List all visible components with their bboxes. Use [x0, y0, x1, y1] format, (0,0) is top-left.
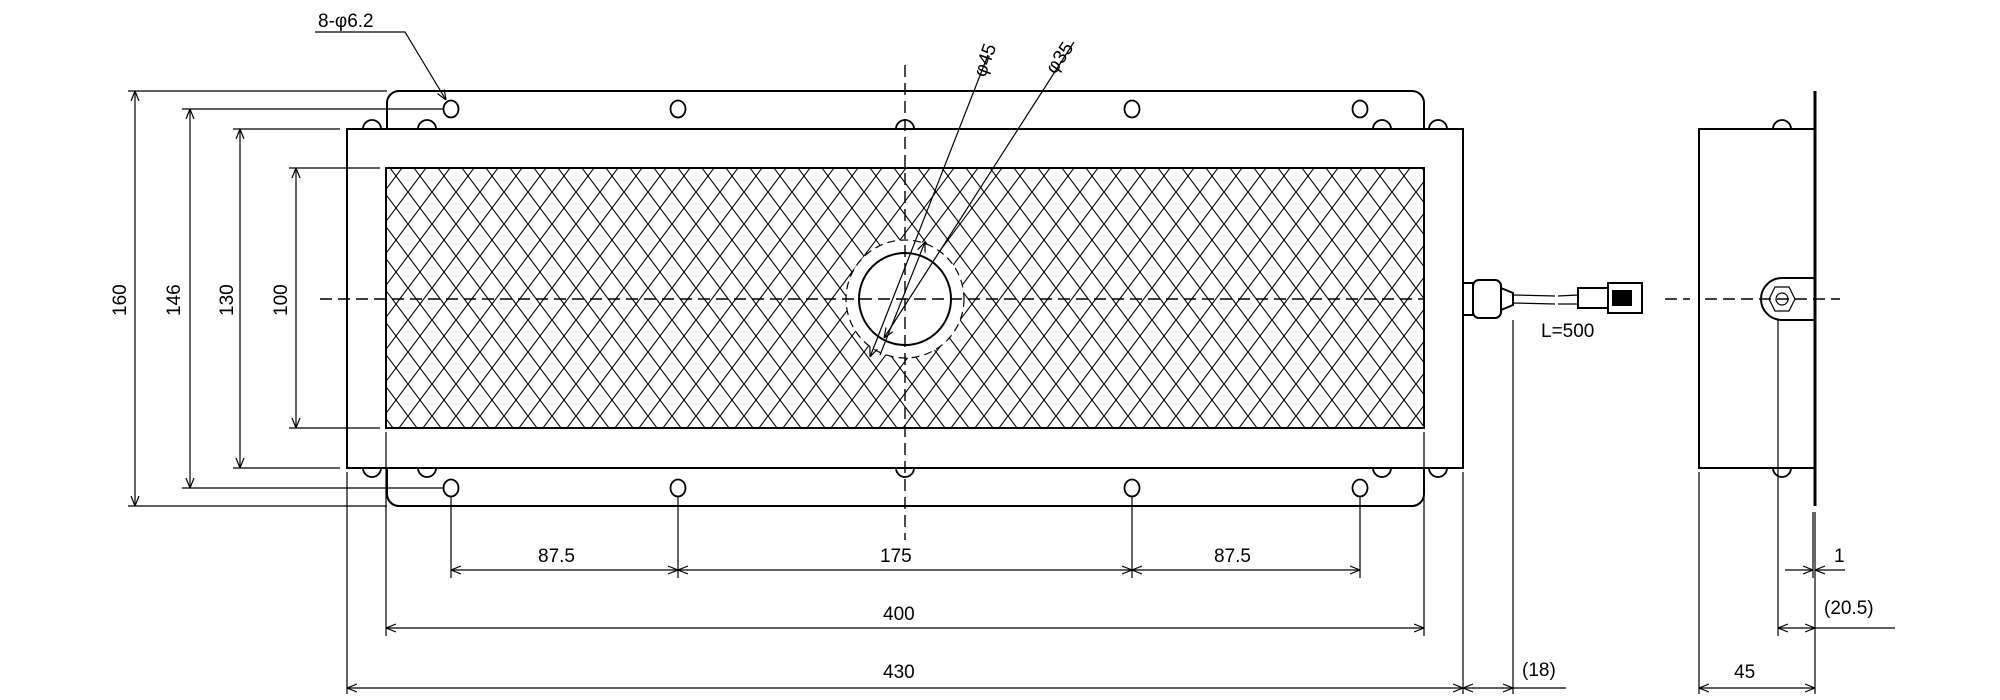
- dim-20-5: (20.5): [1824, 598, 1874, 619]
- dim-18: (18): [1522, 660, 1556, 681]
- dim-175: 175: [880, 546, 912, 567]
- outer-diameter-label: φ45: [970, 41, 1001, 80]
- dim-87-5-right: 87.5: [1214, 546, 1251, 567]
- dim-160: 160: [110, 284, 131, 316]
- dim-430: 430: [883, 662, 915, 683]
- hole-callout-label: 8-φ6.2: [318, 11, 374, 32]
- dim-1: 1: [1834, 546, 1845, 567]
- dim-87-5-left: 87.5: [538, 546, 575, 567]
- dim-45: 45: [1734, 662, 1755, 683]
- dim-146: 146: [164, 284, 185, 316]
- side-view: 45 1 (20.5): [1698, 91, 1895, 694]
- mounting-holes: [442, 99, 1369, 498]
- dim-400: 400: [883, 604, 915, 625]
- dim-100: 100: [271, 284, 292, 316]
- front-view: φ45 φ35 8-φ6.2 L=500: [315, 11, 1690, 540]
- vertical-dimensions: 160 146 130 100: [110, 90, 443, 507]
- cable-connector: [1462, 279, 1643, 319]
- cable-length-label: L=500: [1541, 321, 1594, 342]
- horizontal-dimensions: 87.5 175 87.5 400 430 (18): [346, 320, 1566, 694]
- dim-130: 130: [217, 284, 238, 316]
